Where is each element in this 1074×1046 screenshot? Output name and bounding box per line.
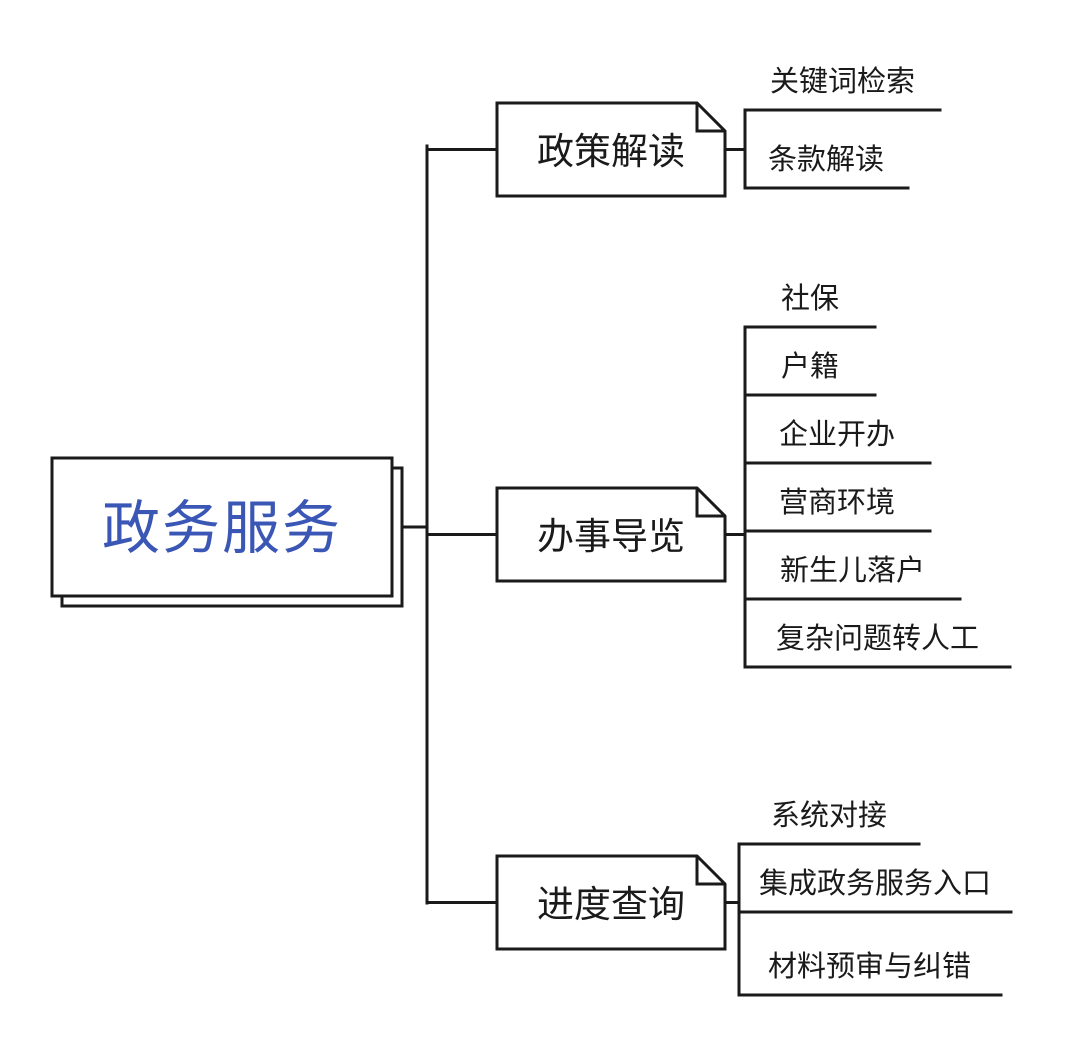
branch-node-fold-branch-guide (695, 488, 725, 518)
root-node-box[interactable] (50, 456, 394, 598)
branch-node-fold-branch-policy (695, 103, 725, 133)
branch-node-branch-progress[interactable] (495, 854, 727, 951)
branch-node-branch-guide[interactable] (495, 486, 727, 583)
branch-node-branch-policy[interactable] (495, 101, 727, 198)
branch-node-fold-branch-progress (695, 856, 725, 886)
